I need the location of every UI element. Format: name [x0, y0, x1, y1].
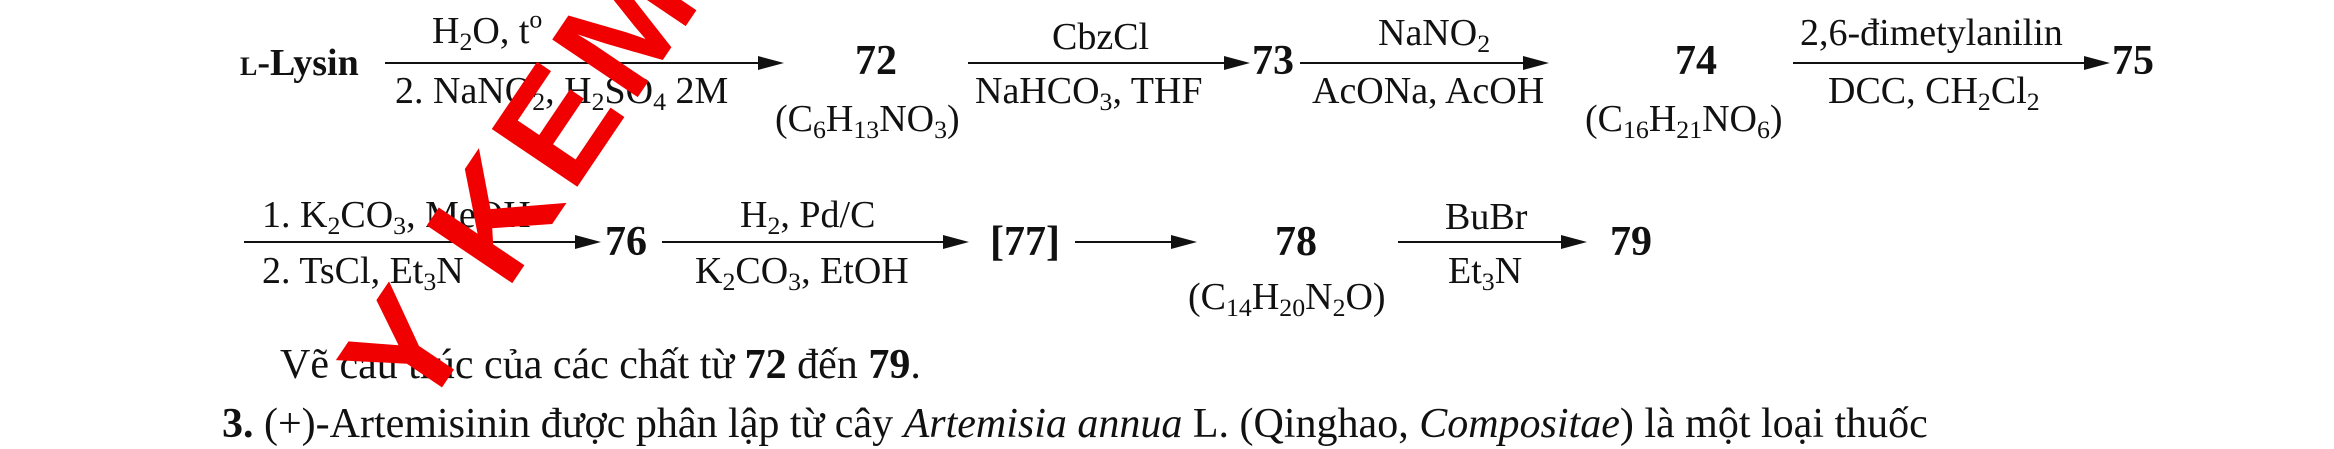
step4-reagent-above: 2,6-đimetylanilin: [1800, 12, 2063, 54]
step6-reagent-below: K2CO3, EtOH: [695, 250, 909, 297]
reaction-arrow-1: [385, 55, 784, 70]
item-3-paragraph: 3. (+)-Artemisinin được phân lập từ cây …: [222, 401, 1928, 447]
step3-reagent-above: NaNO2: [1378, 12, 1491, 59]
step8-reagent-below: Et3N: [1448, 250, 1523, 297]
step4-reagent-below: DCC, CH2Cl2: [1828, 70, 2040, 117]
reaction-arrow-7: [1075, 234, 1197, 249]
start-compound-l-lysin: L-Lysin: [240, 42, 359, 84]
step1-reagent-above: H2O, to: [432, 4, 543, 57]
step3-reagent-below: AcONa, AcOH: [1312, 70, 1545, 112]
reaction-arrow-2: [968, 55, 1250, 70]
compound-73-label: 73: [1252, 38, 1294, 84]
compound-74-formula: (C16H21NO6): [1585, 98, 1783, 145]
item-3-number: 3.: [222, 401, 254, 447]
compound-79-label: 79: [1610, 219, 1652, 265]
reaction-arrow-4: [1793, 55, 2110, 70]
reaction-arrow-3: [1300, 55, 1549, 70]
reaction-arrow-6: [662, 234, 969, 249]
step2-reagent-below: NaHCO3, THF: [975, 70, 1203, 117]
step1-reagent-below: 2. NaNO2, H2SO4 2M: [395, 70, 729, 117]
compound-78-formula: (C14H20N2O): [1188, 276, 1386, 323]
compound-72-label: 72: [855, 38, 897, 84]
reaction-arrow-5: [244, 234, 601, 249]
compound-72-formula: (C6H13NO3): [775, 98, 960, 145]
step6-reagent-above: H2, Pd/C: [740, 194, 876, 241]
compound-74-label: 74: [1675, 38, 1717, 84]
question-line: Vẽ cấu trúc của các chất từ 72 đến 79.: [280, 342, 921, 388]
step5-reagent-above: 1. K2CO3, MeOH: [262, 194, 531, 241]
step5-reagent-below: 2. TsCl, Et3N: [262, 250, 464, 297]
step2-reagent-above: CbzCl: [1052, 16, 1150, 58]
step8-reagent-above: BuBr: [1445, 196, 1528, 238]
compound-76-label: 76: [605, 219, 647, 265]
compound-78-label: 78: [1275, 219, 1317, 265]
compound-75-label: 75: [2112, 38, 2154, 84]
reaction-arrow-8: [1398, 234, 1587, 249]
compound-77-label: [77]: [990, 219, 1060, 265]
